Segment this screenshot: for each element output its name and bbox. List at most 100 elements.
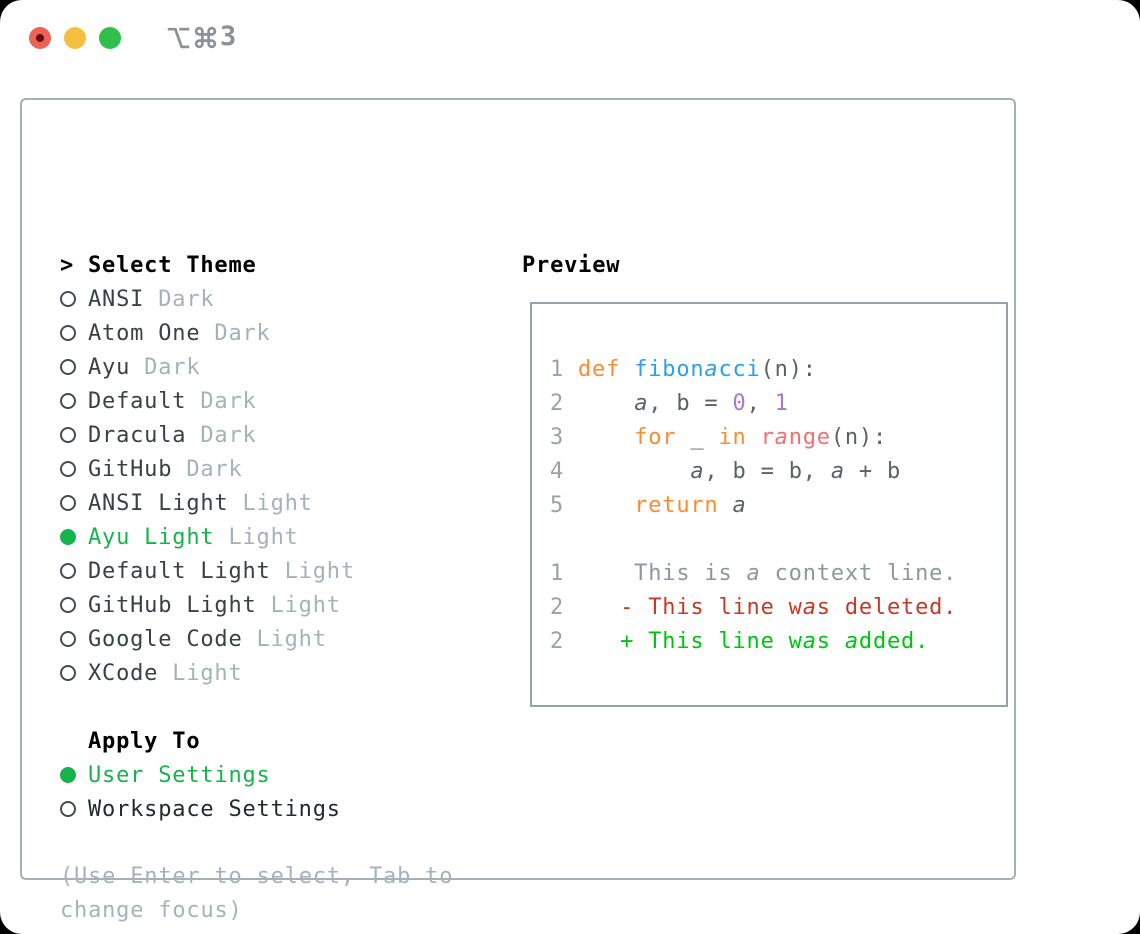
line-number: 2 <box>550 628 565 654</box>
theme-item-name: Default <box>88 388 187 414</box>
theme-item[interactable]: XCode Light <box>60 656 355 690</box>
theme-item-variant: Light <box>270 558 355 584</box>
close-button[interactable] <box>29 27 51 49</box>
radio-unselected-icon <box>60 563 76 579</box>
theme-item-variant: Dark <box>200 320 271 346</box>
radio-marker <box>60 665 88 681</box>
radio-marker <box>60 767 88 783</box>
code-line: 3 for _ in range(n): <box>532 420 1006 454</box>
theme-item[interactable]: Dracula Dark <box>60 418 355 452</box>
code-line: 2 - This line was deleted. <box>532 590 1006 624</box>
radio-unselected-icon <box>60 427 76 443</box>
code-line: 1 This is a context line. <box>532 556 1006 590</box>
line-number: 1 <box>550 356 565 382</box>
radio-marker <box>60 495 88 511</box>
line-number: 2 <box>550 390 565 416</box>
code-token: (n): <box>760 356 817 382</box>
radio-marker <box>60 427 88 443</box>
code-token: 0 <box>732 390 747 416</box>
code-line <box>532 522 1006 556</box>
code-token: 1 <box>774 390 789 416</box>
code-line: 2 a, b = 0, 1 <box>532 386 1006 420</box>
code-line: 4 a, b = b, a + b <box>532 454 1006 488</box>
radio-unselected-icon <box>60 801 76 817</box>
radio-marker <box>60 393 88 409</box>
code-token: , <box>746 390 775 416</box>
theme-item-name: ANSI <box>88 286 145 312</box>
shortcut-number: 3 <box>220 21 237 52</box>
radio-selected-icon <box>60 767 76 783</box>
code-token: This is a context line. <box>578 560 958 586</box>
radio-unselected-icon <box>60 495 76 511</box>
radio-marker <box>60 801 88 817</box>
titlebar <box>29 26 134 50</box>
code-token <box>578 493 634 518</box>
line-number: 3 <box>550 424 565 450</box>
theme-item[interactable]: Default Light Light <box>60 554 355 588</box>
line-number: 2 <box>550 594 565 620</box>
theme-item[interactable]: GitHub Dark <box>60 452 355 486</box>
theme-list-heading-label: Select Theme <box>88 252 257 278</box>
theme-item-variant: Dark <box>144 286 215 312</box>
radio-unselected-icon <box>60 393 76 409</box>
code-token: + This line was added. <box>578 628 930 654</box>
code-token: in <box>718 424 747 450</box>
code-token: def <box>578 356 635 382</box>
apply-option-label: User Settings <box>88 762 271 788</box>
theme-item-variant: Light <box>214 524 299 550</box>
radio-marker <box>60 461 88 477</box>
theme-item[interactable]: Ayu Light Light <box>60 520 355 554</box>
theme-item[interactable]: Ayu Dark <box>60 350 355 384</box>
theme-item[interactable]: ANSI Dark <box>60 282 355 316</box>
apply-to-heading: Apply To <box>60 724 341 758</box>
theme-item-name: Google Code <box>88 626 243 652</box>
theme-item[interactable]: Google Code Light <box>60 622 355 656</box>
radio-unselected-icon <box>60 359 76 375</box>
window-title-shortcut: 3 <box>166 22 236 52</box>
theme-item-variant: Light <box>228 490 313 516</box>
theme-item-variant: Dark <box>186 388 257 414</box>
code-token: return <box>634 492 719 518</box>
code-token: range <box>760 424 831 450</box>
cursor-icon: > <box>60 252 75 278</box>
theme-item-name: ANSI Light <box>88 490 229 516</box>
code-line: 2 + This line was added. <box>532 624 1006 658</box>
radio-unselected-icon <box>60 665 76 681</box>
theme-item-name: Dracula <box>88 422 187 448</box>
theme-item[interactable]: Atom One Dark <box>60 316 355 350</box>
zoom-button[interactable] <box>99 27 121 49</box>
radio-unselected-icon <box>60 291 76 307</box>
theme-item-variant: Light <box>158 660 243 686</box>
code-token: (n): <box>830 424 888 450</box>
radio-marker <box>60 325 88 341</box>
line-number: 1 <box>550 560 565 586</box>
keyboard-hint: (Use Enter to select, Tab to change focu… <box>60 864 454 923</box>
code-token: - This line was deleted. <box>578 594 958 620</box>
radio-marker <box>60 359 88 375</box>
code-token: a, b = <box>634 390 733 416</box>
line-number: 4 <box>550 458 565 484</box>
theme-item[interactable]: GitHub Light Light <box>60 588 355 622</box>
radio-unselected-icon <box>60 325 76 341</box>
theme-item-variant: Dark <box>186 422 257 448</box>
apply-option[interactable]: User Settings <box>60 758 341 792</box>
theme-item-name: Ayu <box>88 354 131 380</box>
code-token <box>747 425 761 450</box>
radio-marker <box>60 563 88 579</box>
theme-item[interactable]: Default Dark <box>60 384 355 418</box>
apply-option[interactable]: Workspace Settings <box>60 792 341 826</box>
theme-list-heading: > Select Theme <box>60 248 355 282</box>
code-token: _ <box>676 424 719 450</box>
command-icon <box>193 25 218 50</box>
radio-unselected-icon <box>60 597 76 613</box>
minimize-button[interactable] <box>64 27 86 49</box>
preview-heading: Preview <box>522 252 621 278</box>
code-token: a <box>732 492 747 518</box>
theme-item[interactable]: ANSI Light Light <box>60 486 355 520</box>
apply-option-label: Workspace Settings <box>88 796 341 822</box>
theme-item-name: XCode <box>88 660 159 686</box>
